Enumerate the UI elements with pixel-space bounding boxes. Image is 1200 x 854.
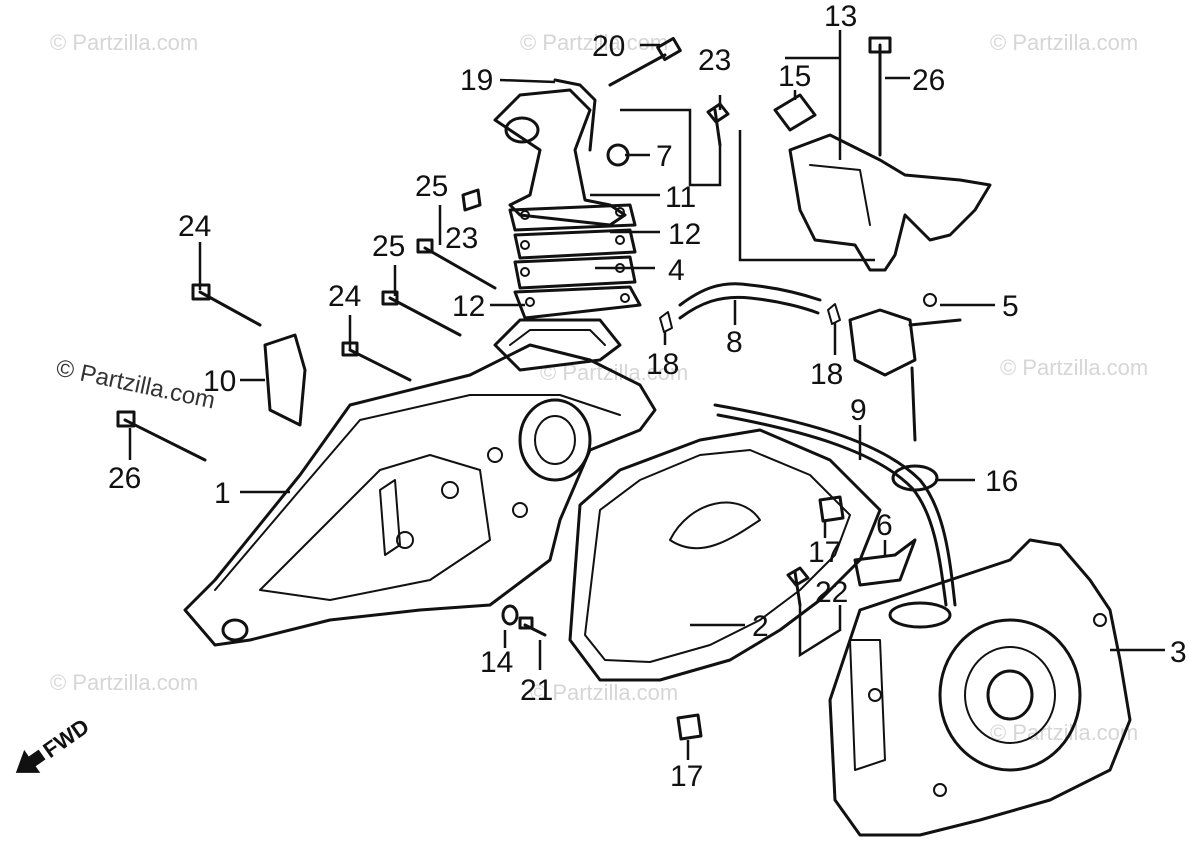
callout-14: 14 xyxy=(480,646,513,679)
callout-11: 11 xyxy=(665,181,696,214)
arrow-left-icon xyxy=(15,749,46,773)
leader-lines xyxy=(128,30,1165,760)
crankcase-left xyxy=(183,318,657,647)
watermark: © Partzilla.com xyxy=(1000,355,1148,380)
callout-10: 10 xyxy=(203,365,236,398)
callout-6: 6 xyxy=(876,509,893,542)
fasteners xyxy=(116,36,962,741)
callout-18b: 18 xyxy=(810,358,843,391)
fwd-label: FWD xyxy=(38,714,93,763)
callout-24: 24 xyxy=(178,210,211,243)
callout-22: 22 xyxy=(815,576,848,609)
callout-26: 26 xyxy=(912,64,945,97)
watermark: © Partzilla.com xyxy=(50,670,198,695)
callout-8: 8 xyxy=(726,326,743,359)
crankcase-right xyxy=(828,538,1132,837)
gasket xyxy=(568,428,882,682)
callout-18: 18 xyxy=(646,348,679,381)
intake-assembly xyxy=(493,88,642,320)
watermark: © Partzilla.com xyxy=(990,30,1138,55)
watermark: © Partzilla.com xyxy=(54,354,218,414)
watermark: © Partzilla.com xyxy=(530,680,678,705)
callout-5: 5 xyxy=(1002,290,1019,323)
forward-indicator: FWD xyxy=(15,714,94,773)
callout-17b: 17 xyxy=(670,760,703,793)
callout-13: 13 xyxy=(824,0,857,33)
callout-12b: 12 xyxy=(452,290,485,323)
callout-15: 15 xyxy=(778,60,811,93)
callout-1: 1 xyxy=(214,477,231,510)
callout-labels: 1 2 3 4 5 6 7 8 9 10 11 12 12 13 14 15 1… xyxy=(108,0,1187,793)
callout-3: 3 xyxy=(1170,636,1187,669)
callout-25b: 25 xyxy=(372,230,405,263)
watermark: © Partzilla.com xyxy=(50,30,198,55)
callout-16: 16 xyxy=(985,465,1018,498)
callout-23: 23 xyxy=(698,44,731,77)
callout-24b: 24 xyxy=(328,280,361,313)
watermark: © Partzilla.com xyxy=(520,30,668,55)
callout-4: 4 xyxy=(668,254,685,287)
callout-19: 19 xyxy=(460,64,493,97)
callout-20: 20 xyxy=(592,30,625,63)
callout-12: 12 xyxy=(668,218,701,251)
callout-17: 17 xyxy=(808,536,841,569)
callout-25: 25 xyxy=(415,170,448,203)
callout-21: 21 xyxy=(520,674,553,707)
cover xyxy=(788,133,992,272)
callout-26b: 26 xyxy=(108,462,141,495)
callout-2: 2 xyxy=(752,610,769,643)
callout-23b: 23 xyxy=(445,222,478,255)
callout-9: 9 xyxy=(850,394,867,427)
callout-7: 7 xyxy=(656,140,673,173)
